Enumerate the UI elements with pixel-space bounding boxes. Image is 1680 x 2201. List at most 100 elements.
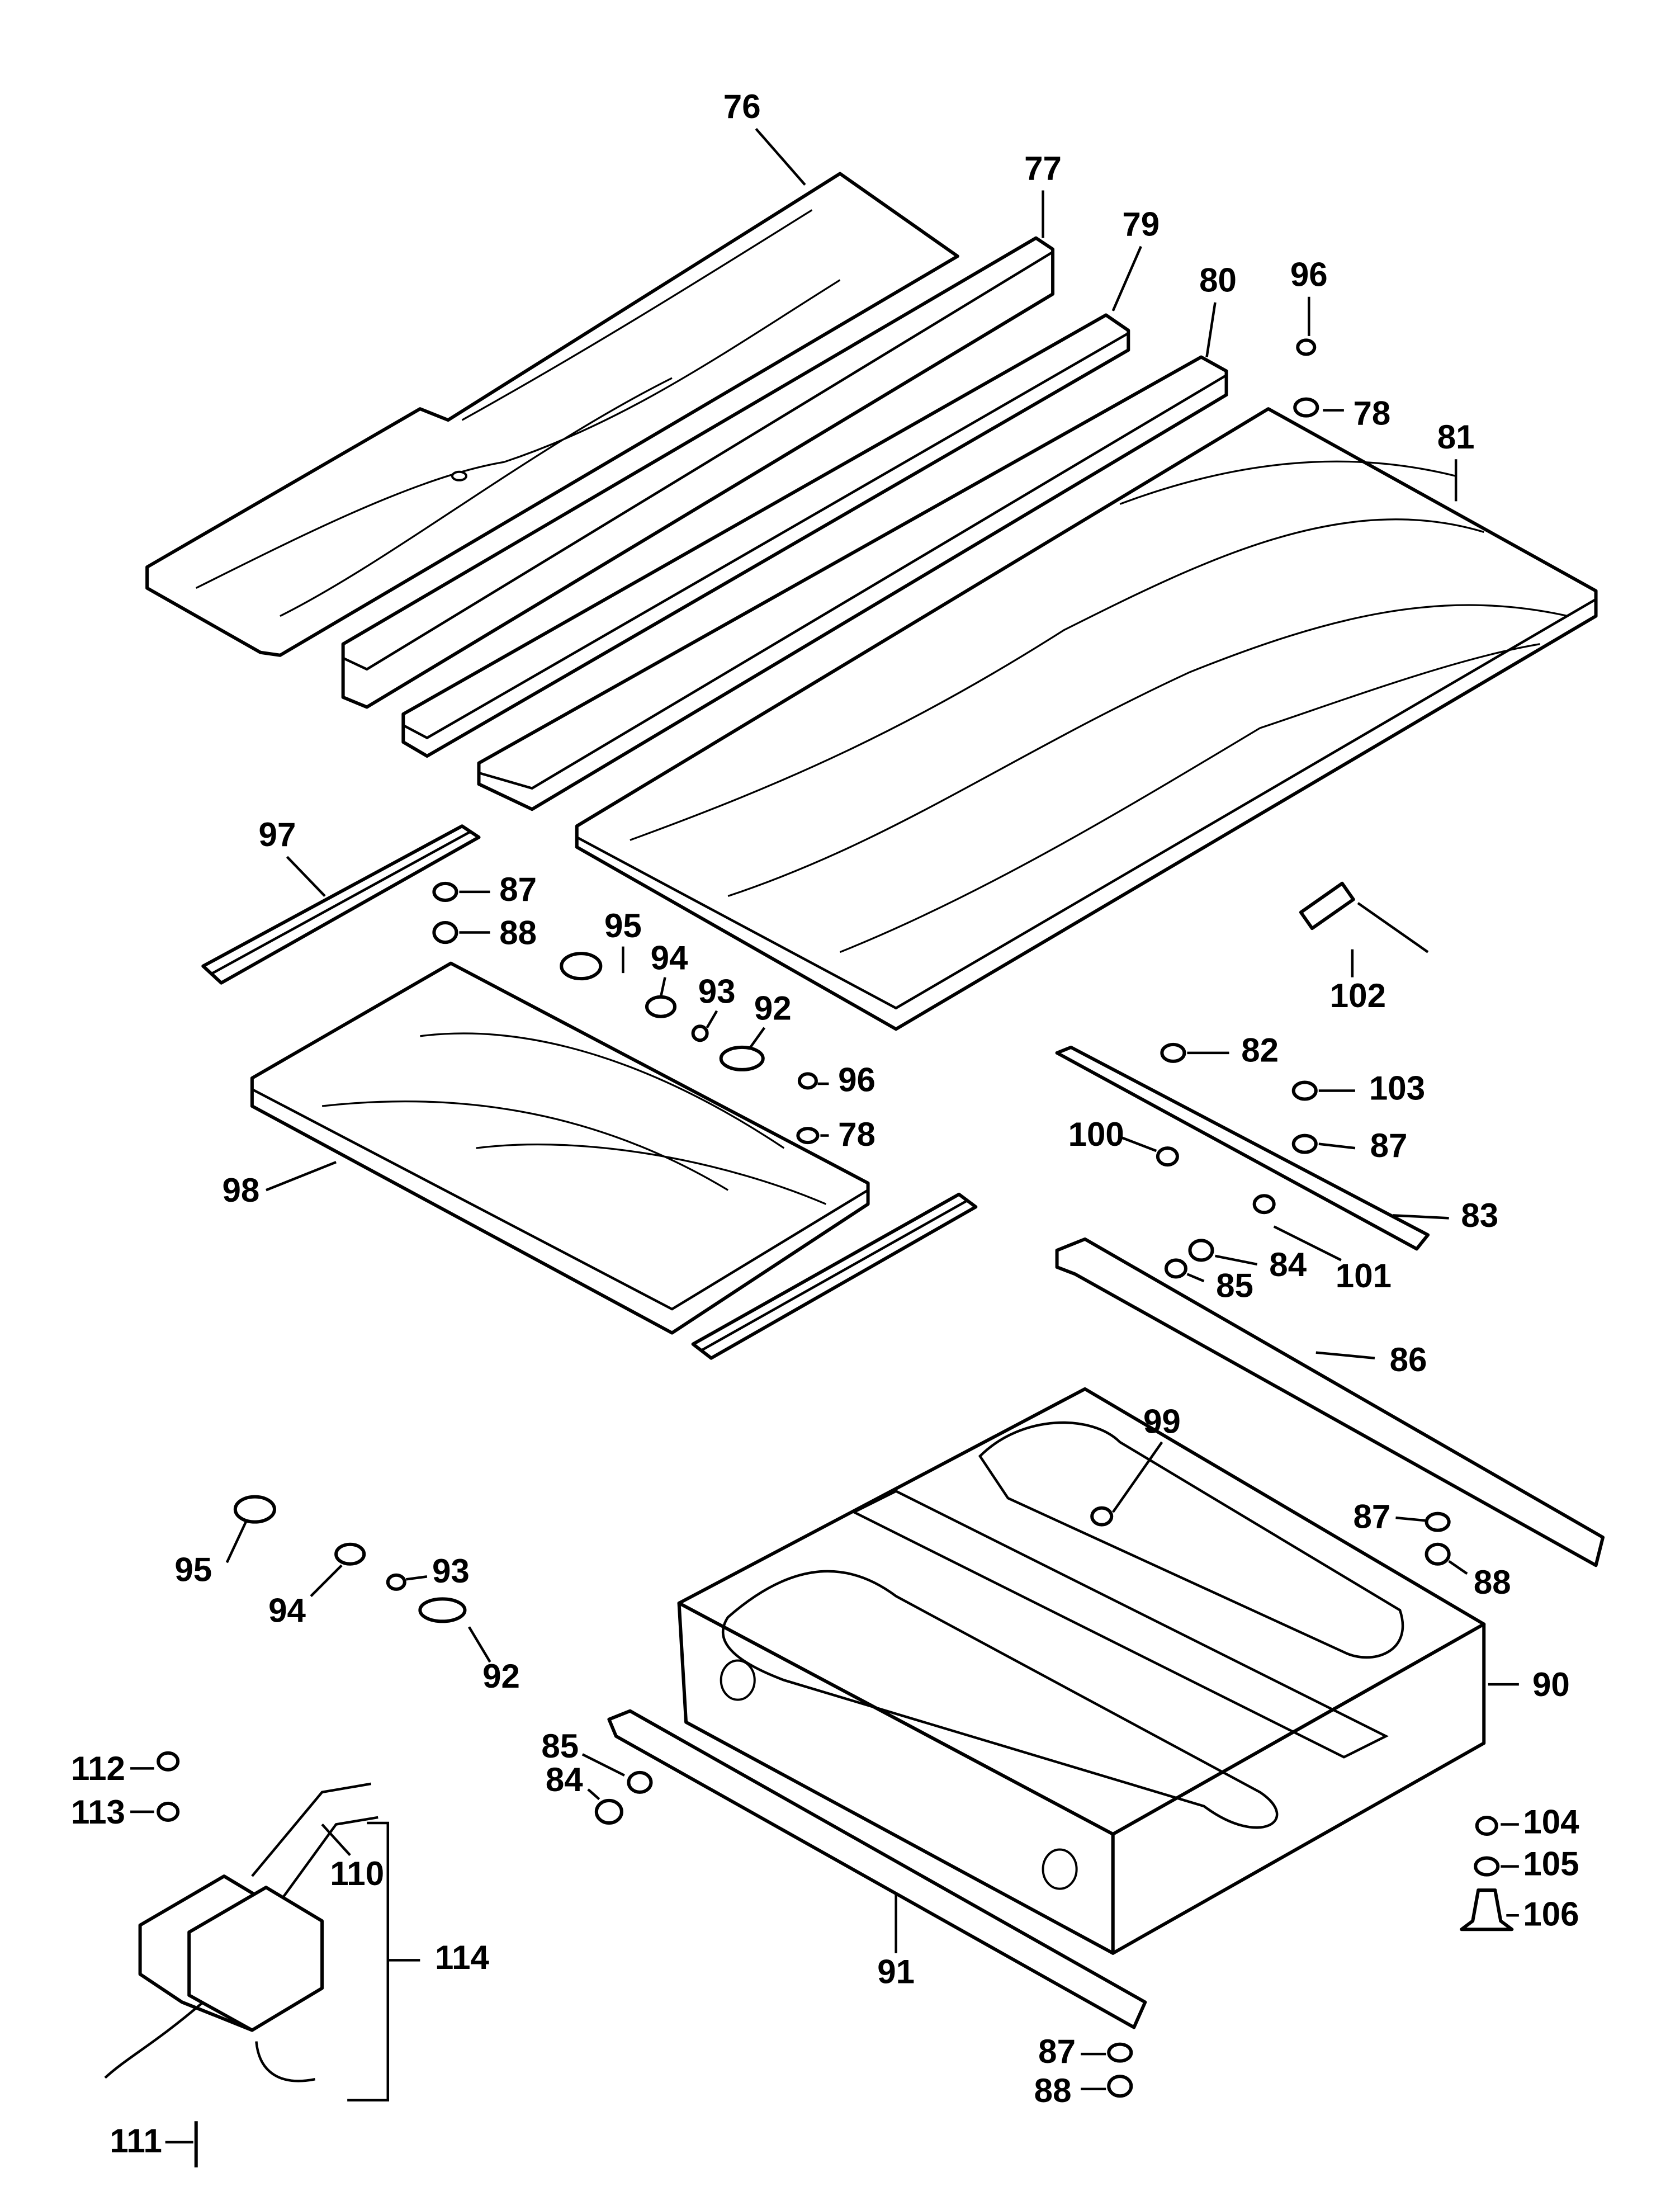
leader-line [706, 1010, 718, 1028]
part-98-board [250, 961, 870, 1335]
part-number-label: 97 [259, 816, 296, 853]
part-number-label: 78 [838, 1116, 876, 1153]
part-number-label: 111 [110, 2122, 162, 2160]
part-number-label: 113 [71, 1793, 125, 1831]
part-number-label: 91 [877, 1953, 915, 1990]
part-number-label: 84 [1269, 1246, 1307, 1283]
part-number-label: 104 [1523, 1803, 1579, 1840]
hardware-part [796, 1127, 820, 1145]
part-number-label: 88 [1034, 2072, 1072, 2109]
part-number-label: 94 [268, 1591, 306, 1629]
leader-line [1215, 1254, 1258, 1266]
leader-line [749, 1027, 766, 1048]
part-number-label: 82 [1241, 1032, 1279, 1069]
hardware-part [719, 1045, 765, 1071]
leader-line [587, 1788, 600, 1801]
part-number-label: 86 [1390, 1341, 1427, 1378]
leader-line [1119, 1135, 1157, 1153]
part-number-label: 79 [1122, 205, 1160, 243]
part-number-label: 84 [546, 1761, 583, 1798]
part-79-rail [401, 313, 1130, 758]
part-90-frame [677, 1387, 1486, 1955]
hardware-part [418, 1597, 467, 1623]
part-number-label: 78 [1354, 395, 1391, 432]
hardware-part [560, 952, 603, 981]
part-number-label: 90 [1532, 1666, 1570, 1703]
hardware-part [1107, 2075, 1133, 2098]
part-number-label: 85 [1216, 1267, 1253, 1304]
hardware-part [594, 1798, 623, 1825]
part-number-label: 83 [1461, 1197, 1498, 1234]
part-91-bracket [607, 1709, 1147, 2029]
part-number-label: 87 [1354, 1498, 1391, 1536]
hardware-part [1296, 338, 1317, 356]
part-number-label: 87 [1370, 1127, 1408, 1164]
part-86-bracket [1055, 1237, 1605, 1567]
hardware-part [797, 1072, 818, 1090]
hardware-part [627, 1770, 653, 1794]
part-102-wrench [1299, 881, 1429, 953]
part-number-label: 87 [1038, 2033, 1076, 2070]
leader-line [286, 856, 326, 898]
part-number-label: 103 [1369, 1069, 1425, 1107]
part-number-label: 95 [174, 1551, 212, 1589]
hardware-part [233, 1495, 276, 1524]
part-number-label: 100 [1068, 1116, 1124, 1153]
leader-line [659, 977, 666, 998]
hardware-part [1252, 1194, 1276, 1215]
part-number-label: 85 [541, 1727, 579, 1765]
part-81-board [575, 407, 1598, 1031]
hardware-part [1291, 1080, 1318, 1101]
leader-line [1395, 1516, 1426, 1522]
part-77-rail [341, 236, 1055, 709]
hardware-part [1425, 1512, 1451, 1532]
part-number-label: 93 [698, 973, 736, 1010]
part-number-label: 81 [1437, 418, 1475, 456]
part-number-label: 87 [499, 871, 537, 908]
part-number-label: 112 [71, 1750, 125, 1787]
hardware-part [1164, 1258, 1187, 1279]
part-number-label: 105 [1523, 1845, 1579, 1882]
part-number-label: 99 [1143, 1402, 1181, 1440]
part-number-label: 88 [1474, 1564, 1511, 1601]
bracket-114 [347, 1821, 420, 2101]
part-number-label: 98 [222, 1172, 259, 1209]
part-number-label: 92 [482, 1657, 520, 1695]
leader-line [1315, 1351, 1375, 1359]
hardware-part [1425, 1542, 1451, 1566]
part-80-rail [477, 355, 1228, 811]
leader-line [581, 1753, 625, 1777]
hardware-part [1156, 1146, 1179, 1167]
leader-line [1111, 245, 1142, 311]
part-number-label: 96 [1290, 256, 1328, 294]
leader-line [1205, 302, 1217, 357]
hardware-part [386, 1573, 406, 1591]
part-number-label: 106 [1523, 1896, 1579, 1933]
part-number-label: 76 [723, 88, 761, 125]
leader-lines [130, 127, 1519, 2144]
part-number-label: 77 [1024, 149, 1062, 187]
hardware-part [157, 1751, 180, 1772]
hardware-part [1188, 1239, 1214, 1262]
leader-line [1273, 1225, 1342, 1262]
hardware-part [1291, 1133, 1318, 1154]
part-number-label: 96 [838, 1061, 876, 1098]
hardware-part [645, 995, 677, 1018]
part-number-label: 93 [432, 1552, 470, 1590]
hardware-part [432, 881, 458, 902]
part-number-label: 94 [651, 939, 688, 976]
hardware-part [1090, 1506, 1114, 1527]
hardware-part [1160, 1042, 1186, 1063]
hardware-part [1293, 397, 1319, 418]
leader-line [1318, 1142, 1356, 1150]
small-hardware-parts [157, 338, 1500, 2098]
leader-line [1111, 1441, 1163, 1513]
hardware-part [432, 921, 458, 944]
part-number-label: 102 [1330, 977, 1386, 1014]
leader-line [321, 1823, 351, 1857]
hardware-part [1475, 1815, 1498, 1836]
part-number-label: 80 [1199, 262, 1237, 299]
